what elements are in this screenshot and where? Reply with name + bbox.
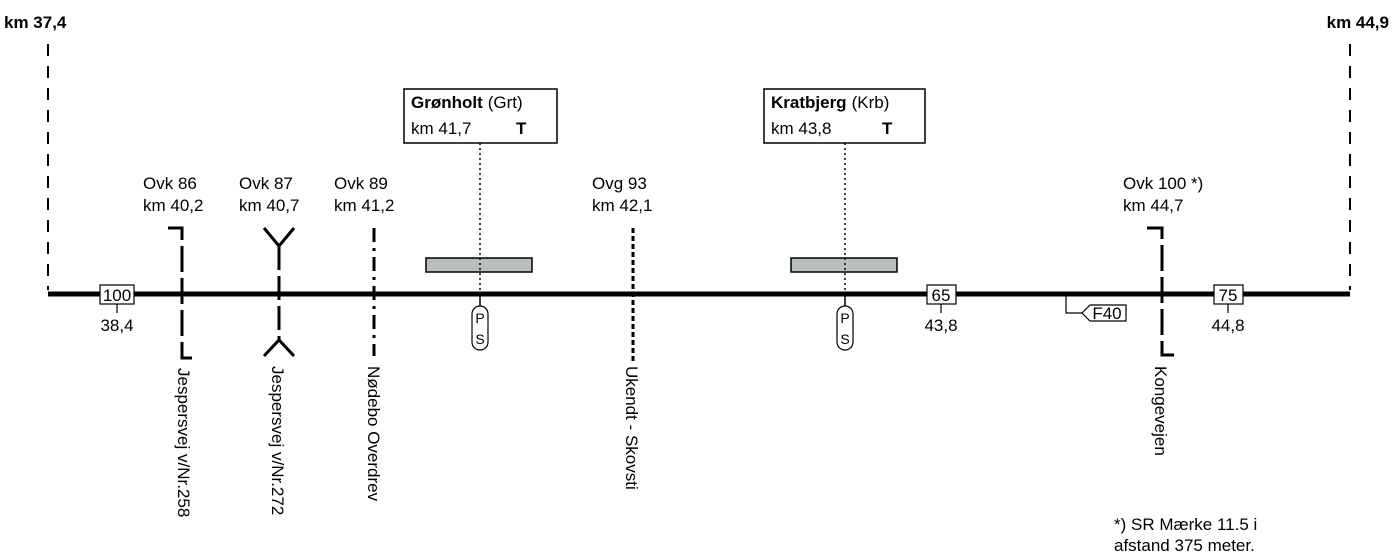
ps-sign-icon	[471, 305, 489, 351]
station-name: Kratbjerg	[771, 93, 847, 112]
speed-km: 38,4	[100, 316, 133, 335]
level-crossing-bracket-icon	[168, 226, 196, 360]
crossing-km: km 40,2	[143, 196, 203, 215]
station-type: T	[516, 119, 527, 138]
footnote-line-2: afstand 375 meter.	[1114, 536, 1255, 555]
speed-km: 44,8	[1211, 316, 1244, 335]
station-type: T	[882, 119, 893, 138]
crossing-km: km 40,7	[239, 196, 299, 215]
crossing-ovk-100: Ovk 100 *) km 44,7 Kongevejen	[1123, 174, 1203, 456]
marker-f40: F40	[1065, 294, 1127, 323]
station-box	[763, 88, 926, 144]
km-end-label: km 44,9	[1327, 13, 1389, 32]
crossing-km: km 44,7	[1123, 196, 1183, 215]
crossing-id: Ovk 100 *)	[1123, 174, 1203, 193]
crossing-ovk-87: Ovk 87 km 40,7 Jespersvej v/Nr.272	[239, 174, 299, 515]
crossing-road: Kongevejen	[1151, 366, 1170, 456]
station-km: km 43,8	[771, 119, 831, 138]
crossing-road: Jespersvej v/Nr.258	[174, 368, 193, 517]
ps-sign-icon	[836, 305, 854, 351]
speed-sign-75: 75 44,8	[1211, 284, 1245, 335]
svg-text:Grønholt(Grt): Grønholt (Grt)	[411, 93, 523, 112]
station-box	[403, 88, 558, 144]
svg-text:P: P	[840, 310, 849, 326]
station-gronholt: Grønholt (Grt) km 41,7 T P S	[403, 88, 558, 351]
marker-label: F40	[1092, 304, 1121, 323]
speed-value: 100	[103, 286, 131, 305]
speed-value: 75	[1219, 286, 1238, 305]
footnote-line-1: *) SR Mærke 11.5 i	[1114, 515, 1257, 534]
level-crossing-bracket-icon	[1147, 226, 1176, 357]
station-name: Grønholt	[411, 93, 483, 112]
speed-value: 65	[932, 286, 951, 305]
speed-km: 43,8	[924, 316, 957, 335]
crossing-id: Ovk 86	[143, 174, 197, 193]
station-km: km 41,7	[411, 119, 471, 138]
svg-text:S: S	[840, 331, 849, 347]
platform-kratbjerg	[790, 257, 898, 273]
speed-sign-100: 100 38,4	[99, 284, 135, 335]
crossing-id: Ovk 87	[239, 174, 293, 193]
speed-sign-65: 65 43,8	[924, 284, 958, 335]
crossing-km: km 42,1	[592, 196, 652, 215]
station-abbr: (Krb)	[852, 93, 890, 112]
overpass-wing-icon	[262, 337, 296, 358]
marker-flag-icon	[1081, 304, 1127, 322]
crossing-road: Jespersvej v/Nr.272	[268, 366, 287, 515]
crossing-id: Ovk 89	[334, 174, 388, 193]
km-start-label: km 37,4	[4, 13, 67, 32]
platform-gronholt	[425, 257, 533, 273]
svg-text:Kratbjerg(Krb): Kratbjerg (Krb)	[771, 93, 889, 112]
station-kratbjerg: Kratbjerg (Krb) km 43,8 T P S	[763, 88, 926, 351]
svg-text:S: S	[475, 331, 484, 347]
svg-text:P: P	[475, 310, 484, 326]
crossing-ovk-89: Ovk 89 km 41,2 Nødebo Overdrev	[334, 174, 394, 502]
overpass-wing-icon	[262, 227, 296, 249]
crossing-road: Ukendt - Skovsti	[622, 366, 641, 490]
crossing-ovg-93: Ovg 93 km 42,1 Ukendt - Skovsti	[592, 174, 652, 490]
station-abbr: (Grt)	[488, 93, 523, 112]
crossing-ovk-86: Ovk 86 km 40,2 Jespersvej v/Nr.258	[143, 174, 203, 517]
crossing-id: Ovg 93	[592, 174, 647, 193]
crossing-road: Nødebo Overdrev	[364, 366, 383, 502]
crossing-km: km 41,2	[334, 196, 394, 215]
